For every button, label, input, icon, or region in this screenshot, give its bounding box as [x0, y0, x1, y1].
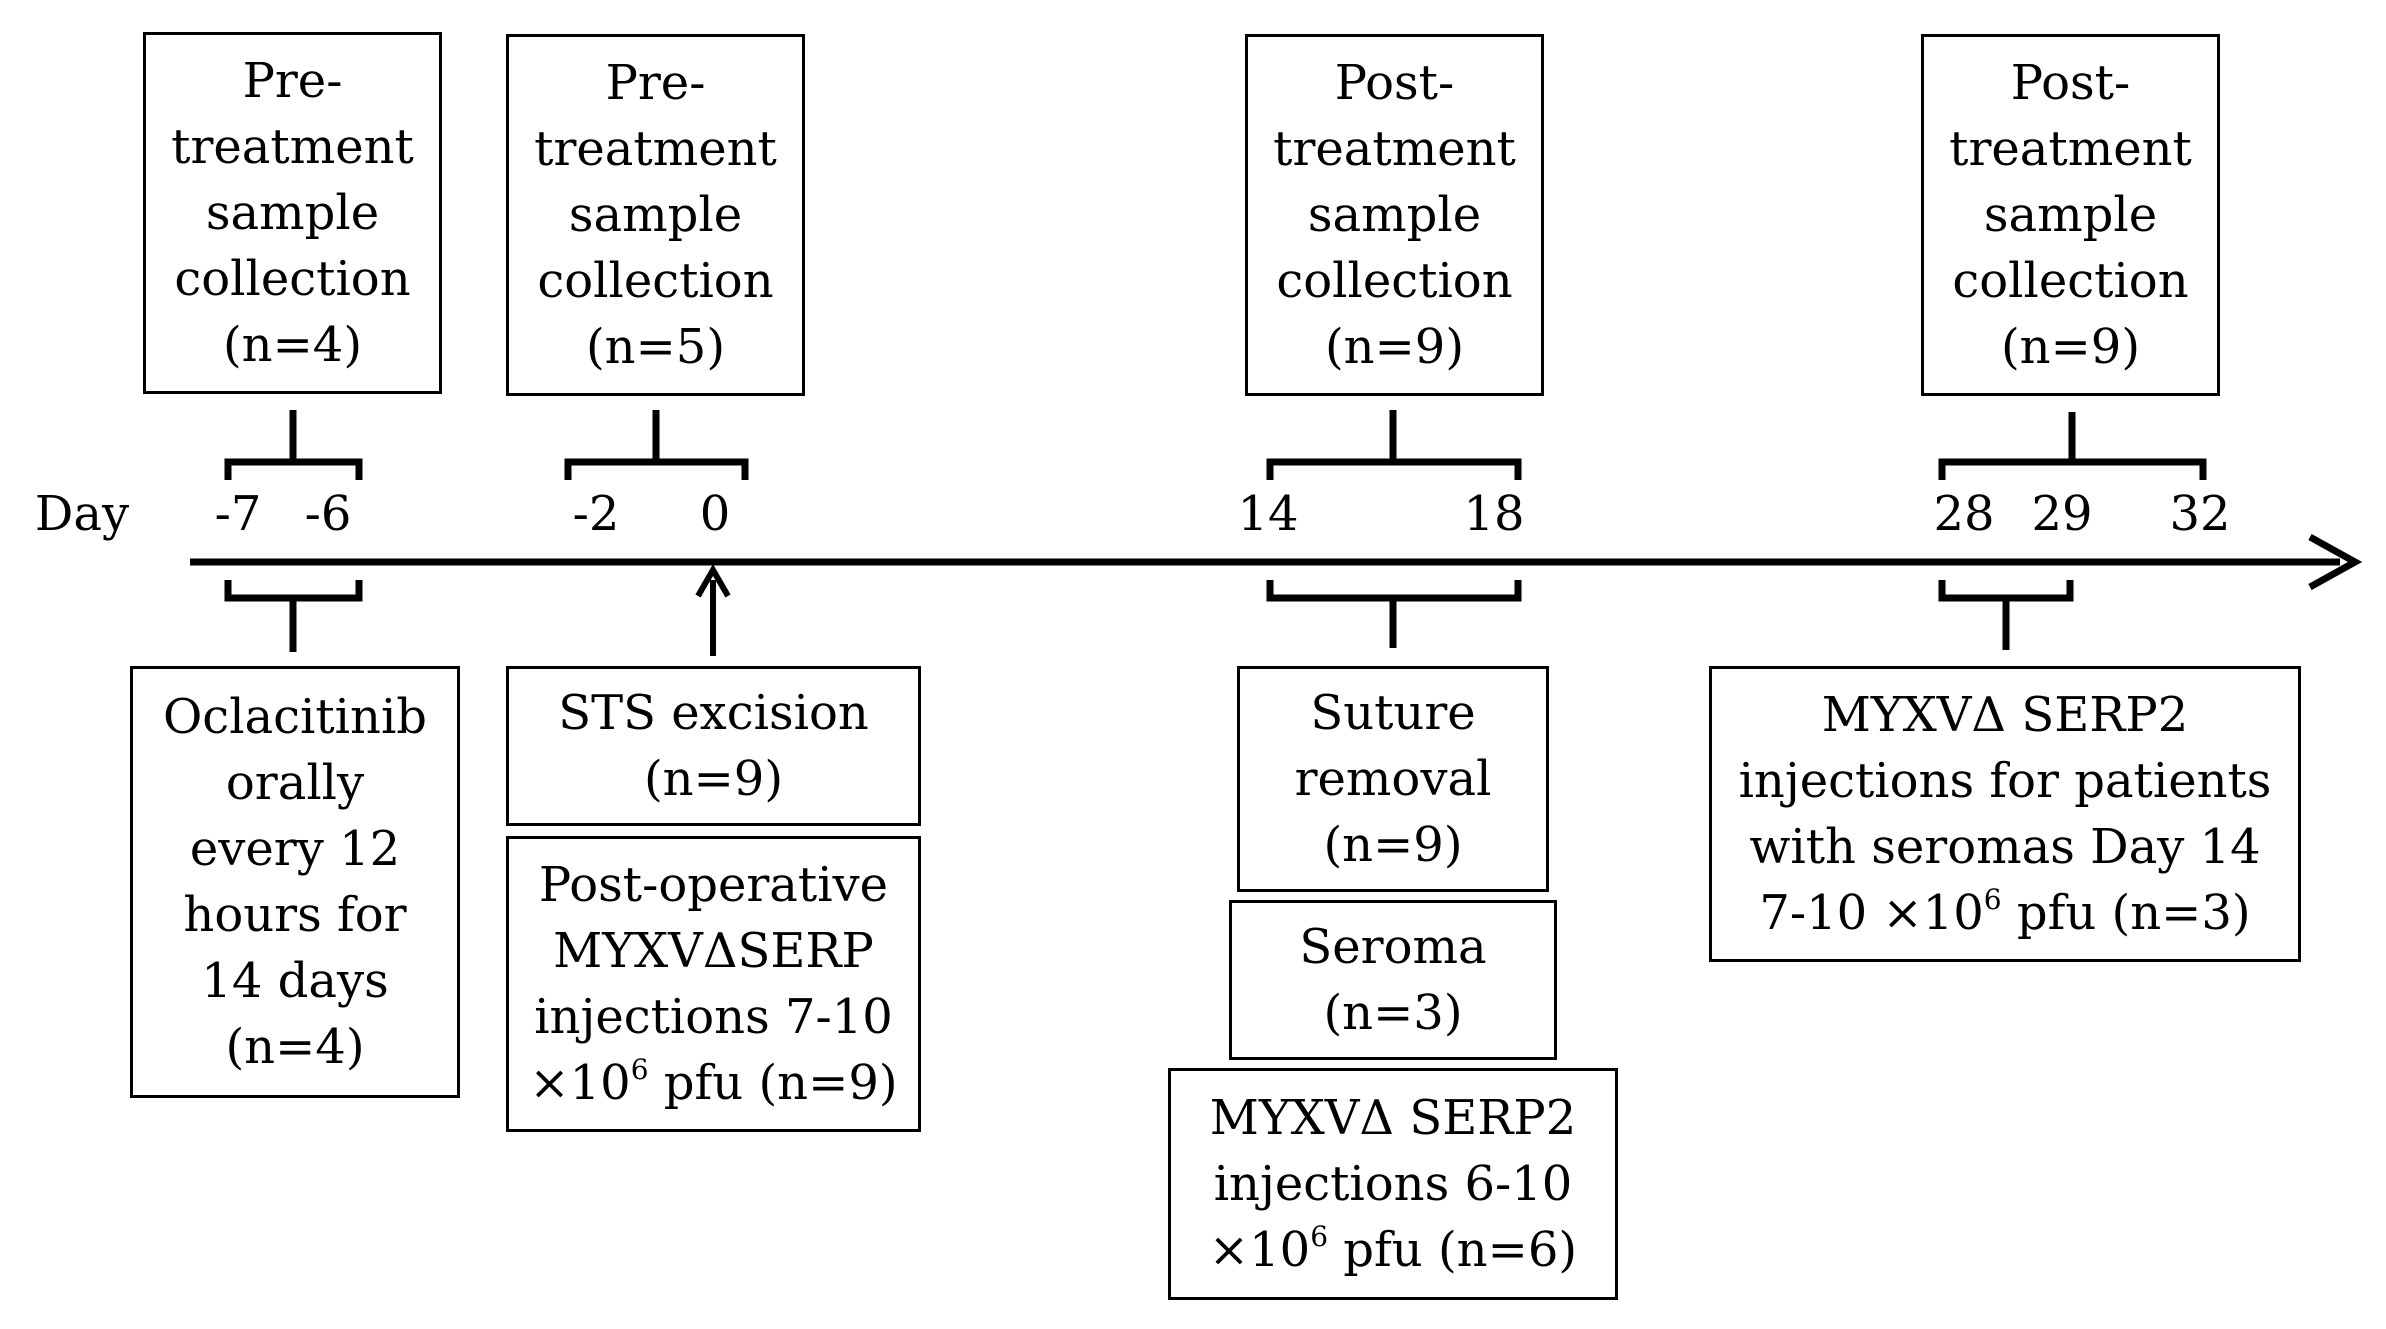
box-line: removal [1294, 751, 1492, 807]
tick-label: -6 [304, 486, 352, 542]
box-line: ×106 pfu (n=9) [529, 1050, 897, 1116]
pretreatment-sample-box-1: Pre- treatment sample collection (n=4) [143, 32, 442, 394]
bottom-bracket-3 [1266, 580, 1522, 648]
seroma-box: Seroma (n=3) [1229, 900, 1557, 1060]
posttreatment-sample-box-1: Post- treatment sample collection (n=9) [1245, 34, 1544, 396]
box-line: Post- [1334, 55, 1455, 111]
box-line: (n=5) [585, 319, 726, 375]
box-line: (n=9) [1323, 817, 1463, 873]
myxv-serp2-seroma-box: MYXVΔ SERP2 injections for patients with… [1709, 666, 2301, 962]
dose-exponent: 6 [1983, 883, 2002, 916]
box-line: injections 6-10 [1213, 1156, 1573, 1212]
day-label: Day [34, 486, 130, 542]
oclacitinib-box: Oclacitinib orally every 12 hours for 14… [130, 666, 460, 1098]
box-line: injections 7-10 [534, 989, 893, 1045]
box-line: Pre- [605, 55, 706, 111]
myxv-serp2-6-10-box: MYXVΔ SERP2 injections 6-10 ×106 pfu (n=… [1168, 1068, 1618, 1300]
suture-removal-box: Suture removal (n=9) [1237, 666, 1549, 892]
tick-label: 14 [1237, 486, 1299, 542]
tick-label: 32 [2169, 486, 2231, 542]
box-line: (n=9) [2000, 319, 2141, 375]
dose-prefix: ×10 [1208, 1222, 1311, 1278]
sts-excision-box: STS excision (n=9) [506, 666, 921, 826]
bottom-bracket-1 [224, 580, 363, 652]
dose-suffix: pfu (n=6) [1328, 1222, 1578, 1278]
tick-label: -7 [214, 486, 262, 542]
box-line: treatment [1949, 121, 2192, 177]
box-line: STS excision [558, 685, 869, 741]
pretreatment-sample-box-2: Pre- treatment sample collection (n=5) [506, 34, 805, 396]
box-line: collection [537, 253, 774, 309]
box-line: injections for patients [1738, 753, 2272, 809]
box-line: treatment [534, 121, 777, 177]
dose-prefix: ×10 [529, 1055, 631, 1111]
box-line: treatment [171, 119, 414, 175]
box-line: collection [1952, 253, 2189, 309]
top-bracket-4 [1938, 412, 2207, 480]
posttreatment-sample-box-2: Post- treatment sample collection (n=9) [1921, 34, 2220, 396]
box-line: MYXVΔ SERP2 [1209, 1090, 1577, 1146]
box-line: (n=9) [1324, 319, 1465, 375]
box-line: MYXVΔ SERP2 [1821, 687, 2189, 743]
box-line: sample [205, 185, 380, 241]
excision-arrow [695, 563, 731, 656]
tick-label: -2 [572, 486, 620, 542]
box-line: 14 days [201, 953, 389, 1009]
box-line: Pre- [242, 53, 343, 109]
box-line: Suture [1310, 685, 1476, 741]
dose-exponent: 6 [1310, 1220, 1329, 1253]
box-line: sample [568, 187, 743, 243]
box-line: hours for [183, 887, 407, 943]
dose-suffix: pfu (n=9) [648, 1055, 898, 1111]
box-line: every 12 [189, 821, 401, 877]
tick-label: 28 [1933, 486, 1995, 542]
tick-label: 18 [1463, 486, 1525, 542]
box-line: treatment [1273, 121, 1516, 177]
box-line: (n=9) [643, 751, 784, 807]
dose-prefix: 7-10 ×10 [1759, 885, 1984, 941]
box-line: (n=4) [225, 1019, 365, 1075]
box-line: ×106 pfu (n=6) [1209, 1217, 1577, 1283]
top-bracket-1 [224, 410, 363, 480]
box-line: 7-10 ×106 pfu (n=3) [1759, 880, 2250, 946]
top-bracket-2 [564, 410, 749, 480]
box-line: (n=4) [222, 317, 363, 373]
bottom-bracket-4 [1938, 580, 2074, 650]
box-line: collection [174, 251, 411, 307]
box-line: sample [1307, 187, 1482, 243]
timeline-arrowhead [2308, 533, 2363, 591]
box-line: Post- [2010, 55, 2131, 111]
tick-label: 29 [2031, 486, 2093, 542]
post-operative-injection-box: Post-operative MYXVΔSERP injections 7-10… [506, 836, 921, 1132]
tick-label: 0 [699, 486, 731, 542]
dose-exponent: 6 [630, 1053, 649, 1086]
dose-suffix: pfu (n=3) [2001, 885, 2251, 941]
box-line: MYXVΔSERP [553, 923, 874, 979]
box-line: sample [1983, 187, 2158, 243]
box-line: (n=3) [1323, 985, 1463, 1041]
box-line: with seromas Day 14 [1749, 819, 2261, 875]
box-line: Oclacitinib [162, 689, 428, 745]
box-line: collection [1276, 253, 1513, 309]
box-line: orally [225, 755, 365, 811]
top-bracket-3 [1266, 410, 1522, 480]
box-line: Post-operative [538, 857, 889, 913]
box-line: Seroma [1299, 919, 1487, 975]
